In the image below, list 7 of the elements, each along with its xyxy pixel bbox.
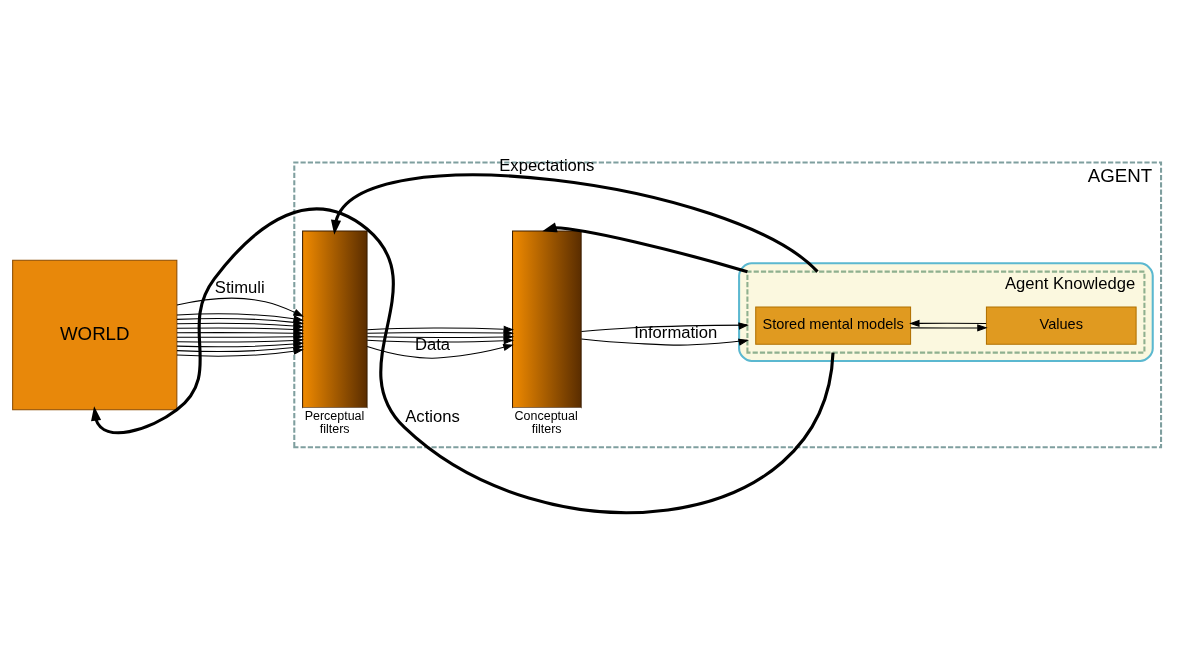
edge-label: Actions: [405, 407, 460, 427]
node-label: Perceptual filters: [304, 408, 365, 437]
edge-label: Information: [634, 322, 718, 342]
edge-label: Stimuli: [214, 278, 265, 298]
edge-label: Data: [414, 335, 451, 355]
edge-label: Expectations: [499, 155, 595, 175]
node-label: Conceptual filters: [514, 408, 578, 437]
